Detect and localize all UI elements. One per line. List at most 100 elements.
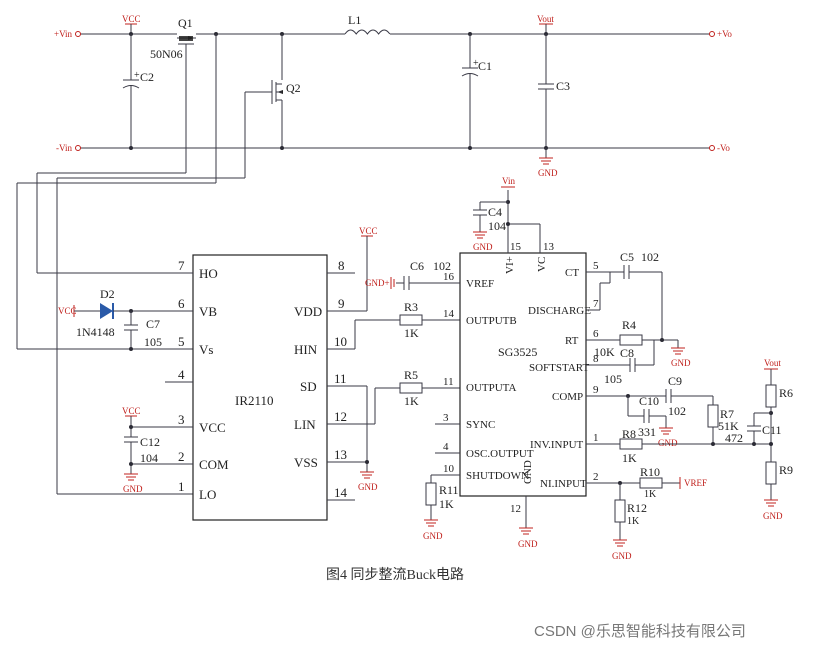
c4-value: 104	[488, 219, 506, 233]
compensation-network: C9 GND C10 102 331 R7 51K R8 1K 472	[615, 374, 771, 465]
sg-pin-10: 10	[443, 463, 455, 475]
sg-pin-13: 13	[543, 241, 555, 253]
vo-pos-label: +Vo	[717, 29, 732, 39]
sg-pin-5: 5	[593, 260, 599, 272]
sg-pin-vref: VREF	[466, 278, 494, 290]
resistor-r3: R3 1K 14	[354, 300, 460, 349]
r12-label: R12	[627, 501, 647, 515]
c12-label: C12	[140, 435, 160, 449]
gnd-label-c12: GND	[123, 484, 143, 494]
sg-pin-4: 4	[443, 441, 449, 453]
svg-text:+: +	[473, 58, 479, 69]
r7-value: 51K	[718, 419, 739, 433]
q1-label: Q1	[178, 16, 193, 30]
watermark: CSDN @乐思智能科技有限公司	[534, 622, 746, 640]
l1-label: L1	[348, 13, 361, 27]
ir2110-pin-13: 13	[334, 447, 347, 462]
bootstrap-d2-c7: VCC D2 1N4148 C7 105	[58, 287, 165, 351]
r9-label: R9	[779, 463, 793, 477]
capacitor-c12: VCC GND C12 104	[122, 406, 160, 494]
ni-input-network: VREF R10 1K GND R12 1K	[612, 465, 707, 561]
c8-label: C8	[620, 346, 634, 360]
sg-pin-14: 14	[443, 308, 455, 320]
c2-label: C2	[140, 70, 154, 84]
ir2110-pin-vdd: VDD	[294, 304, 322, 319]
vcc-label-top: VCC	[122, 14, 141, 24]
ir2110-pin-sd: SD	[300, 379, 317, 394]
ir2110-pin-4: 4	[178, 367, 185, 382]
mosfet-q1: Q1 50N06	[150, 16, 196, 61]
sg-pin-inv: INV.INPUT	[530, 439, 584, 451]
sg-pin-softstart: SOFTSTART	[529, 362, 589, 374]
capacitor-c3: C3	[538, 34, 570, 150]
gnd-label-r11: GND	[423, 531, 443, 541]
sg-pin-comp: COMP	[552, 391, 583, 403]
r5-value: 1K	[404, 394, 419, 408]
ir2110-pin-hin: HIN	[294, 342, 318, 357]
c10-value-2: 331	[638, 425, 656, 439]
r11-value: 1K	[439, 497, 454, 511]
ir2110-supply: VCC GND	[358, 226, 378, 492]
sg3525-name: SG3525	[498, 345, 537, 359]
c11-label: C11	[762, 423, 782, 437]
ir2110-pin-6: 6	[178, 296, 185, 311]
c8-value: 105	[604, 372, 622, 386]
r6-label: R6	[779, 386, 793, 400]
vcc-label-d2: VCC	[58, 306, 77, 316]
c11-value: 472	[725, 431, 743, 445]
c3-label: C3	[556, 79, 570, 93]
ir2110-pin-12: 12	[334, 409, 347, 424]
ir2110-pin-vb: VB	[199, 304, 217, 319]
vout-label-fb: Vout	[764, 358, 781, 368]
capacitor-c2: C2 +	[122, 34, 154, 150]
gnd-label-vss: GND	[358, 482, 378, 492]
mosfet-q2: Q2	[260, 34, 301, 148]
sg-pin-discharge: DISCHARGE	[528, 305, 591, 317]
r4-value: 10K	[594, 345, 615, 359]
sg-pin-outputa: OUTPUTA	[466, 382, 517, 394]
ir2110-pin-2: 2	[178, 449, 185, 464]
c4-label: C4	[488, 205, 502, 219]
c6-value: 102	[433, 259, 451, 273]
sg-pin-11: 11	[443, 376, 454, 388]
ir2110-pin-5: 5	[178, 334, 185, 349]
sg-pin-16: 16	[443, 271, 455, 283]
gnd-label-r12: GND	[612, 551, 632, 561]
sg-pin-8: 8	[593, 353, 599, 365]
vo-pos-terminal	[709, 31, 715, 37]
sg-pin-12: 12	[510, 503, 521, 515]
gnd-label-c10: GND	[658, 438, 678, 448]
r8-label: R8	[622, 427, 636, 441]
c1-label: C1	[478, 59, 492, 73]
sg-pin-1: 1	[593, 432, 599, 444]
timing-network: C5 102 GND R4 10K C8 105	[594, 250, 691, 386]
r8-value: 1K	[622, 451, 637, 465]
c12-value: 104	[140, 451, 158, 465]
gnd-label-c4: GND	[473, 242, 493, 252]
c7-value: 105	[144, 335, 162, 349]
sg-pin-shutdown: SHUTDOWN	[466, 470, 529, 482]
vcc-label-vdd: VCC	[359, 226, 378, 236]
r3-value: 1K	[404, 326, 419, 340]
sg-pin-ni: NI.INPUT	[540, 478, 587, 490]
figure-caption: 图4 同步整流Buck电路	[326, 567, 464, 583]
sg3525-controller: SG3525 15 13 VI+ VC Vin GND C4 104 16 VR…	[412, 176, 640, 549]
ir2110-pin-ho: HO	[199, 266, 218, 281]
gnd-plus-label: GND+	[365, 278, 390, 288]
r4-label: R4	[622, 318, 636, 332]
c10-value: 102	[668, 404, 686, 418]
r7-label: R7	[720, 407, 734, 421]
ir2110-pin-1: 1	[178, 479, 185, 494]
vo-neg-label: -Vo	[717, 143, 730, 153]
vin-label-c4: Vin	[502, 176, 515, 186]
ir2110-pin-lin: LIN	[294, 417, 316, 432]
sg-pin-9: 9	[593, 384, 599, 396]
ir2110-pin-lo: LO	[199, 487, 216, 502]
resistor-r5: R5 1K 11	[355, 368, 460, 425]
ir2110-right-pins: 8 9 VDD 10 HIN 11 SD 12 LIN 13 VSS 14	[294, 258, 367, 501]
c5-label: C5	[620, 250, 634, 264]
r10-label: R10	[640, 465, 660, 479]
feedback-divider: Vout R6 C11 GND R9	[747, 358, 793, 521]
ir2110-pin-com: COM	[199, 457, 229, 472]
